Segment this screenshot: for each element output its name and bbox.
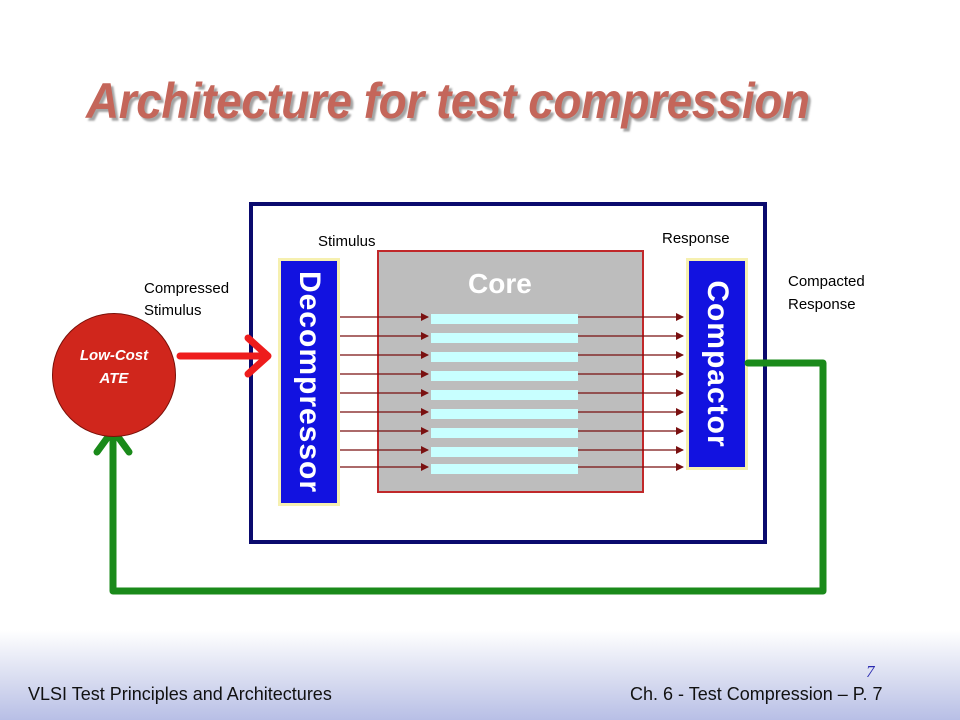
scan-chain [431, 352, 578, 362]
compactor-block: Compactor [686, 258, 748, 470]
compacted-response-label-line2: Response [788, 296, 856, 313]
ate-node: Low-Cost ATE [52, 313, 176, 437]
footer-left-text: VLSI Test Principles and Architectures [28, 684, 332, 704]
decompressor-block: Decompressor [278, 258, 340, 506]
compressed-stimulus-label-line2: Stimulus [144, 302, 202, 319]
compressed-stimulus-label-line1: Compressed [144, 280, 230, 297]
core-label: Core [468, 268, 532, 299]
page-number: 7 [866, 662, 875, 681]
scan-chain [431, 314, 578, 324]
scan-chain [431, 447, 578, 457]
footer-band [0, 630, 960, 720]
scan-chain [431, 390, 578, 400]
compactor-label: Compactor [701, 280, 734, 448]
footer-right-text: Ch. 6 - Test Compression – P. 7 [630, 684, 883, 704]
slide-title: Architecture for test compression [86, 73, 810, 129]
scan-chain [431, 464, 578, 474]
decompressor-label: Decompressor [293, 270, 326, 494]
scan-chain [431, 428, 578, 438]
response-label: Response [662, 230, 730, 247]
scan-chain [431, 333, 578, 343]
stimulus-label: Stimulus [318, 233, 376, 250]
ate-label-line2: ATE [99, 370, 129, 387]
compacted-response-label-line1: Compacted [788, 273, 865, 290]
scan-chain [431, 409, 578, 419]
ate-label-line1: Low-Cost [79, 347, 149, 364]
scan-chain [431, 371, 578, 381]
